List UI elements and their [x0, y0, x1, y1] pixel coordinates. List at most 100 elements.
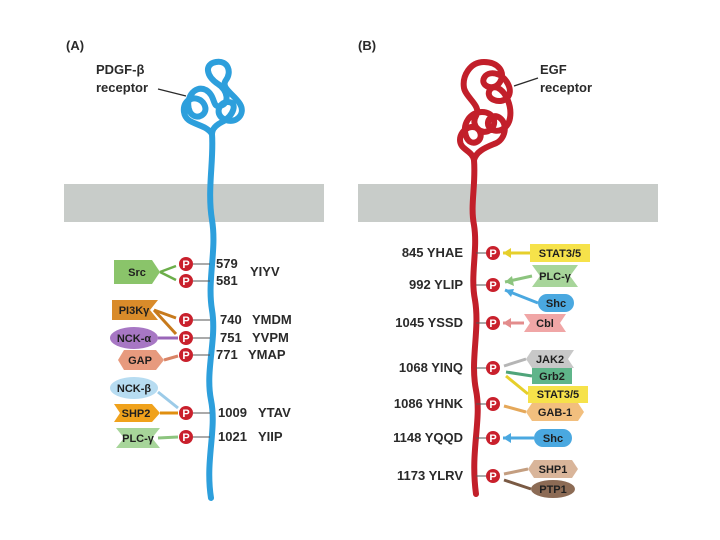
svg-text:P: P: [182, 315, 189, 327]
protein-cbl: Cbl: [503, 314, 566, 332]
protein-shc-1: Shc: [504, 288, 574, 312]
site-a-751: 751: [220, 330, 242, 345]
phospho-1068: P: [486, 361, 500, 375]
phospho-845: P: [486, 246, 500, 260]
svg-text:NCK-α: NCK-α: [117, 333, 151, 345]
protein-shp1: SHP1: [503, 460, 578, 478]
phospho-sites-b: P P P P P P P: [486, 246, 500, 483]
protein-gap: GAP: [118, 350, 179, 370]
phospho-751: P: [179, 331, 193, 345]
site-a-1021: 1021: [218, 429, 247, 444]
svg-text:JAK2: JAK2: [536, 354, 564, 366]
svg-text:P: P: [489, 248, 496, 260]
site-a-751-seq: YVPM: [252, 330, 289, 345]
svg-text:PTP1: PTP1: [539, 484, 567, 496]
site-b-1045: 1045 YSSD: [395, 315, 463, 330]
svg-text:SHP2: SHP2: [122, 408, 151, 420]
phospho-sites-a: P P P P P P P: [179, 257, 193, 444]
pdgf-cytoplasmic-tail: [206, 131, 217, 501]
svg-text:P: P: [182, 350, 189, 362]
site-a-1009: 1009: [218, 405, 247, 420]
protein-grb2: Grb2: [505, 368, 572, 384]
svg-text:P: P: [489, 318, 496, 330]
phospho-581: P: [179, 274, 193, 288]
svg-text:Src: Src: [128, 267, 146, 279]
stubs-b: [476, 252, 486, 477]
svg-text:P: P: [489, 471, 496, 483]
svg-text:PI3Kγ: PI3Kγ: [119, 305, 150, 317]
stubs-a: [193, 263, 210, 438]
svg-text:P: P: [182, 276, 189, 288]
site-b-1086: 1086 YHNK: [394, 396, 464, 411]
svg-text:P: P: [489, 399, 496, 411]
site-a-581-seq: YIYV: [250, 264, 280, 279]
site-b-845: 845 YHAE: [402, 245, 464, 260]
site-a-1021-seq: YIIP: [258, 429, 283, 444]
svg-text:GAP: GAP: [128, 355, 152, 367]
phospho-1009: P: [179, 406, 193, 420]
protein-gab1: GAB-1: [503, 403, 584, 421]
site-a-771: 771: [216, 347, 238, 362]
pdgf-receptor-label-line2: receptor: [96, 80, 148, 95]
egf-label-leader: [513, 77, 539, 87]
svg-text:PLC-γ: PLC-γ: [122, 433, 155, 445]
svg-text:GAB-1: GAB-1: [538, 407, 572, 419]
phospho-1086: P: [486, 397, 500, 411]
site-b-992: 992 YLIP: [409, 277, 463, 292]
svg-text:Shc: Shc: [546, 298, 566, 310]
egf-receptor-label-line2: receptor: [540, 80, 592, 95]
protein-stat35-2: STAT3/5: [505, 374, 588, 403]
svg-text:STAT3/5: STAT3/5: [539, 248, 581, 260]
svg-text:Shc: Shc: [543, 433, 563, 445]
protein-shc-2: Shc: [503, 429, 572, 447]
phospho-740: P: [179, 313, 193, 327]
pdgf-extracellular-domain: [180, 58, 245, 137]
site-b-1068: 1068 YINQ: [399, 360, 463, 375]
svg-text:P: P: [182, 259, 189, 271]
protein-jak2: JAK2: [503, 350, 574, 368]
svg-text:NCK-β: NCK-β: [117, 383, 151, 395]
protein-nck-beta: NCK-β: [110, 377, 179, 410]
protein-ptp1: PTP1: [503, 478, 575, 498]
membrane-b: [358, 184, 658, 222]
site-a-740-seq: YMDM: [252, 312, 292, 327]
site-b-1148: 1148 YQQD: [393, 430, 463, 445]
protein-plc-gamma-b: PLC-γ: [504, 265, 578, 287]
egf-extracellular-domain: [457, 59, 514, 163]
svg-text:Grb2: Grb2: [539, 371, 565, 383]
phospho-771: P: [179, 348, 193, 362]
site-a-579: 579: [216, 256, 238, 271]
protein-shp2: SHP2: [114, 404, 178, 422]
phospho-1045: P: [486, 316, 500, 330]
svg-text:SHP1: SHP1: [539, 464, 568, 476]
svg-text:P: P: [489, 363, 496, 375]
protein-stat35-1: STAT3/5: [503, 244, 590, 262]
phospho-1021: P: [179, 430, 193, 444]
site-b-1173: 1173 YLRV: [397, 468, 463, 483]
phospho-1173: P: [486, 469, 500, 483]
svg-text:STAT3/5: STAT3/5: [537, 389, 579, 401]
svg-text:P: P: [182, 333, 189, 345]
phospho-1148: P: [486, 431, 500, 445]
svg-text:P: P: [182, 432, 189, 444]
site-a-771-seq: YMAP: [248, 347, 286, 362]
membrane-a: [64, 184, 324, 222]
svg-text:P: P: [489, 280, 496, 292]
pdgf-receptor-label-line1: PDGF-β: [96, 62, 144, 77]
phospho-992: P: [486, 278, 500, 292]
phospho-579: P: [179, 257, 193, 271]
svg-text:Cbl: Cbl: [536, 318, 554, 330]
site-a-740: 740: [220, 312, 242, 327]
svg-text:PLC-γ: PLC-γ: [539, 271, 572, 283]
protein-plc-gamma-a: PLC-γ: [116, 428, 179, 448]
protein-pi3k: PI3Kγ: [112, 300, 178, 336]
pdgf-label-leader: [157, 88, 187, 97]
site-a-1009-seq: YTAV: [258, 405, 291, 420]
svg-text:P: P: [182, 408, 189, 420]
egf-receptor-label-line1: EGF: [540, 62, 567, 77]
panel-a-label: (A): [66, 38, 84, 53]
protein-src: Src: [114, 260, 177, 284]
site-a-581: 581: [216, 273, 238, 288]
egf-cytoplasmic-tail: [469, 157, 481, 497]
